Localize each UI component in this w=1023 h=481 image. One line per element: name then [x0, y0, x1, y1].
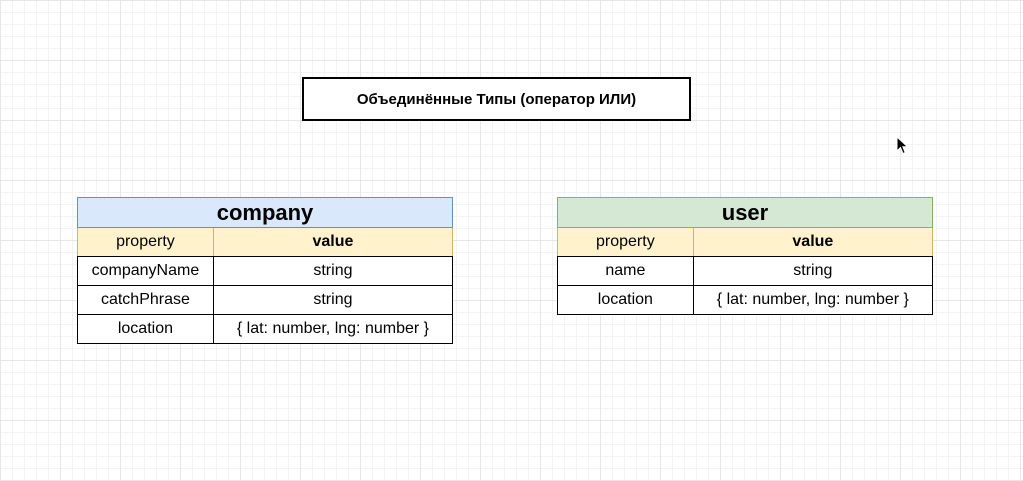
company-property-cell: catchPhrase [77, 285, 214, 315]
company-value-cell: string [212, 256, 454, 286]
company-value-cell: { lat: number, lng: number } [212, 314, 454, 344]
user-value-cell: { lat: number, lng: number } [692, 285, 934, 315]
company-table[interactable]: company property value companyName strin… [77, 197, 454, 344]
table-row: catchPhrase string [77, 285, 454, 315]
table-row: companyName string [77, 256, 454, 286]
table-row: name string [557, 256, 934, 286]
company-property-header: property [77, 227, 214, 257]
mouse-pointer-icon [896, 136, 909, 155]
company-property-cell: companyName [77, 256, 214, 286]
user-value-header: value [692, 227, 934, 257]
user-property-header: property [557, 227, 694, 257]
user-property-cell: location [557, 285, 694, 315]
user-property-cell: name [557, 256, 694, 286]
company-value-header: value [212, 227, 454, 257]
company-value-cell: string [212, 285, 454, 315]
user-table-title: user [557, 197, 933, 228]
user-table[interactable]: user property value name string location… [557, 197, 934, 315]
diagram-title: Объединённые Типы (оператор ИЛИ) [302, 77, 691, 121]
table-row: location { lat: number, lng: number } [77, 314, 454, 344]
table-row: location { lat: number, lng: number } [557, 285, 934, 315]
company-table-header-row: property value [77, 227, 454, 257]
user-value-cell: string [692, 256, 934, 286]
company-table-title: company [77, 197, 453, 228]
user-table-header-row: property value [557, 227, 934, 257]
company-property-cell: location [77, 314, 214, 344]
